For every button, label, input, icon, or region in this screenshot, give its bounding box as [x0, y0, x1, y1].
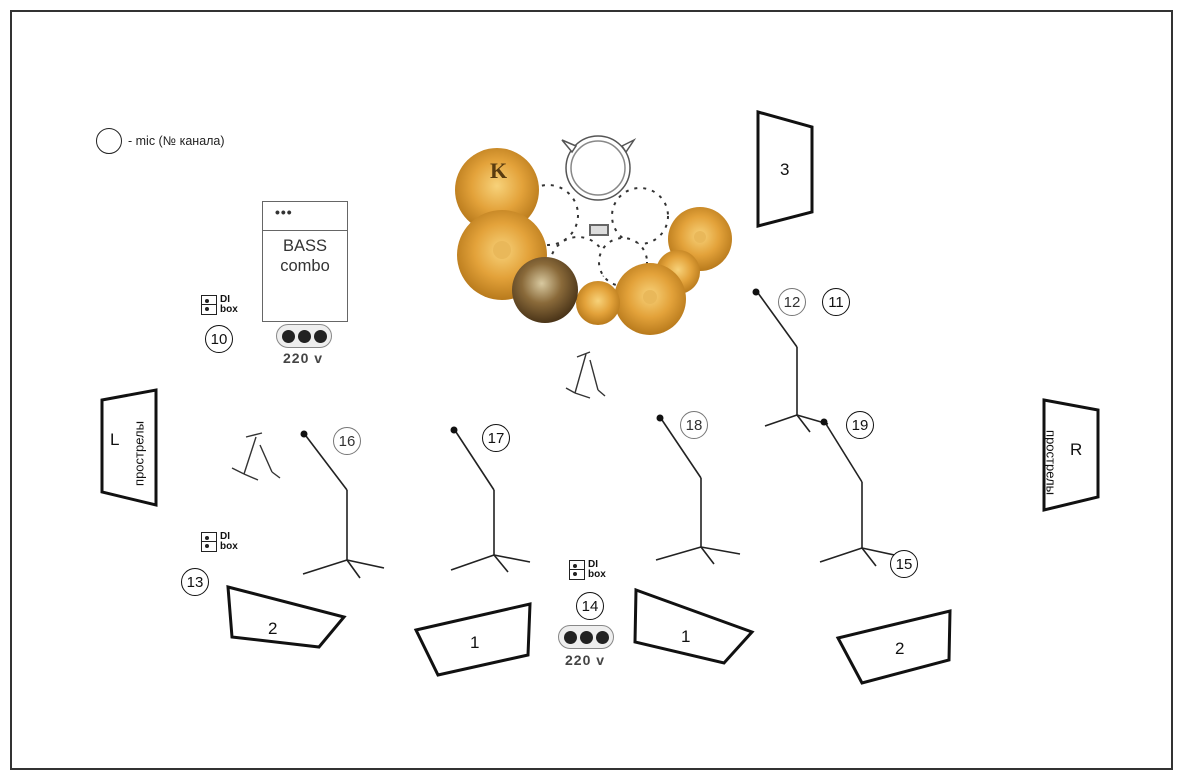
monitor-wedge-1-right-label: 1	[681, 627, 691, 646]
channel-11: 11	[822, 288, 850, 316]
mic-stand-17	[450, 426, 531, 573]
monitor-wedge-1-right	[633, 587, 755, 665]
monitor-wedge-2-left-label: 2	[268, 619, 278, 638]
di-box-label-line1: DI	[220, 531, 230, 542]
channel-17: 17	[482, 424, 510, 452]
bass-combo-label: BASS combo	[263, 231, 347, 276]
monitor-3-label: 3	[780, 160, 790, 179]
mic-stand-12	[752, 288, 829, 433]
di-box-icon	[569, 560, 585, 580]
legend: - mic (№ канала)	[96, 128, 225, 154]
monitor-wedge-2-left	[226, 585, 347, 649]
monitor-wedge-2-right-label: 2	[895, 639, 905, 658]
channel-12: 12	[778, 288, 806, 316]
mic-circle-icon	[96, 128, 122, 154]
side-fill-right-letter: R	[1070, 440, 1083, 459]
power-outlet-icon	[276, 324, 332, 348]
cymbals: K	[455, 148, 732, 335]
mic-stand-16	[300, 430, 385, 579]
side-fill-left-letter: L	[110, 430, 120, 449]
channel-16: 16	[333, 427, 361, 455]
monitor-wedge-1-left	[413, 602, 532, 677]
channel-18: 18	[680, 411, 708, 439]
monitor-wedge-1-left-label: 1	[470, 633, 480, 652]
bass-combo-label-line1: BASS	[282, 237, 328, 255]
di-box-icon	[201, 295, 217, 315]
di-box-label-line2: box	[588, 569, 606, 580]
di-box-label-line2: box	[220, 304, 238, 315]
channel-19: 19	[846, 411, 874, 439]
mic-stands	[300, 288, 900, 579]
side-fill-left-label: прострелы	[131, 421, 147, 486]
monitor-3	[756, 110, 814, 228]
power-label-center: 220 v	[565, 652, 606, 668]
di-box-label-line1: DI	[588, 559, 598, 570]
guitar-stand-center	[565, 351, 606, 399]
channel-13: 13	[181, 568, 209, 596]
di-box-label-line1: DI	[220, 294, 230, 305]
monitor-wedge-2-right	[835, 609, 952, 685]
bass-combo-label-line2: combo	[280, 257, 330, 275]
mic-stand-19	[819, 418, 900, 567]
instrument-stands	[231, 351, 606, 481]
di-box-icon	[201, 532, 217, 552]
side-fill-right	[1042, 398, 1100, 512]
bass-combo-amp: ••• BASS combo	[262, 201, 348, 322]
legend-text: - mic (№ канала)	[128, 134, 225, 148]
channel-14: 14	[576, 592, 604, 620]
bass-combo-dots: •••	[263, 202, 347, 231]
channel-10: 10	[205, 325, 233, 353]
power-label-left: 220 v	[283, 350, 324, 366]
side-fill-right-label: прострелы	[1043, 430, 1059, 495]
svg-text:K: K	[490, 158, 507, 183]
mic-stand-18	[655, 414, 741, 565]
channel-15: 15	[890, 550, 918, 578]
power-outlet-icon	[558, 625, 614, 649]
guitar-stand-left	[231, 432, 281, 481]
drum-kit: K	[455, 135, 732, 335]
drum-snare-top	[561, 135, 637, 201]
di-box-label-line2: box	[220, 541, 238, 552]
side-fill-left	[100, 388, 158, 507]
monitor-wedges	[226, 585, 952, 685]
